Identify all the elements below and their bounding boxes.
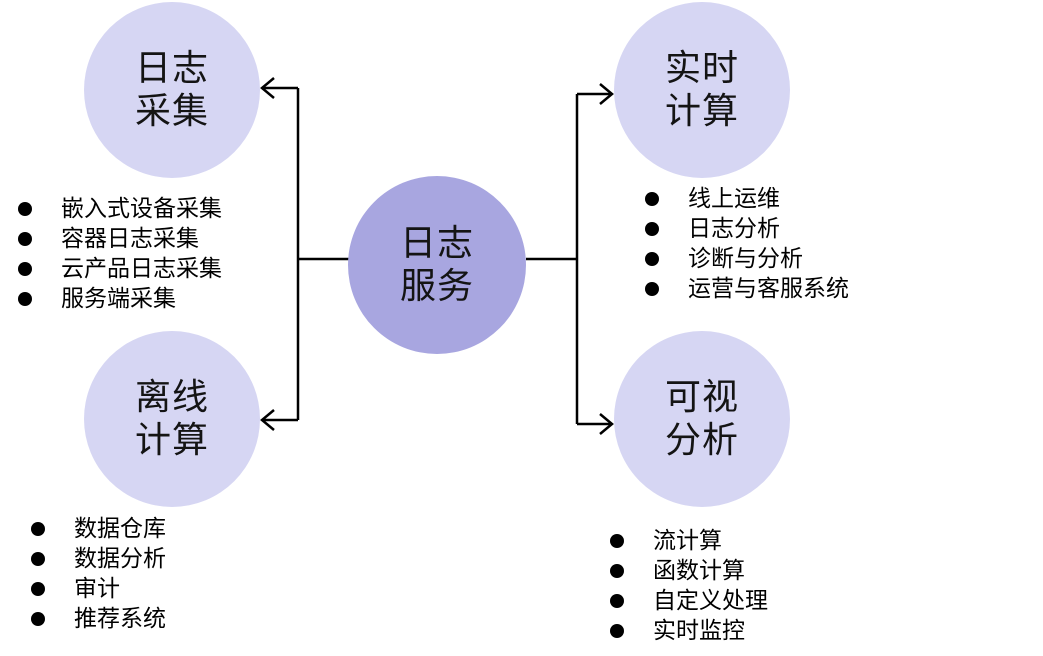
list-item: 云产品日志采集 [15,254,222,284]
list-item: 诊断与分析 [642,244,849,274]
realtime-compute-line2: 计算 [664,91,739,132]
list-item: 嵌入式设备采集 [15,194,222,224]
bullet-icon [645,222,659,236]
center-line2: 服务 [399,266,474,307]
bullet-icon [610,564,624,578]
bullet-icon [31,582,45,596]
realtime-compute-line1: 实时 [664,48,739,89]
list-item: 线上运维 [642,184,849,214]
list-item: 审计 [28,574,166,604]
log-collection-node: 日志 采集 [84,2,260,178]
bullet-icon [18,262,32,276]
offline-compute-line1: 离线 [134,377,209,418]
visual-analysis-node: 可视 分析 [614,331,790,507]
offline-compute-line2: 计算 [134,420,209,461]
log-collection-line1: 日志 [134,48,209,89]
center-line1: 日志 [399,223,474,264]
list-item: 推荐系统 [28,604,166,634]
log-service-center-node: 日志 服务 [348,176,526,354]
visual-analysis-list: 流计算 函数计算 自定义处理 实时监控 [607,526,768,646]
bullet-icon [31,522,45,536]
list-item: 数据分析 [28,544,166,574]
list-item: 运营与客服系统 [642,274,849,304]
bullet-icon [610,594,624,608]
realtime-compute-node: 实时 计算 [614,2,790,178]
realtime-compute-list: 线上运维 日志分析 诊断与分析 运营与客服系统 [642,184,849,304]
bullet-icon [31,552,45,566]
bullet-icon [610,534,624,548]
bullet-icon [18,202,32,216]
bullet-icon [18,232,32,246]
arrowhead-offline-compute [260,409,275,431]
list-item: 容器日志采集 [15,224,222,254]
list-item: 函数计算 [607,556,768,586]
list-item: 日志分析 [642,214,849,244]
log-collection-list: 嵌入式设备采集 容器日志采集 云产品日志采集 服务端采集 [15,194,222,314]
offline-compute-node: 离线 计算 [84,331,260,507]
list-item: 流计算 [607,526,768,556]
arrowhead-realtime-compute [599,83,614,105]
list-item: 数据仓库 [28,514,166,544]
bullet-icon [645,192,659,206]
visual-analysis-line1: 可视 [664,377,739,418]
offline-compute-list: 数据仓库 数据分析 审计 推荐系统 [28,514,166,634]
bullet-icon [18,292,32,306]
arrowhead-log-collection [260,77,275,99]
list-item: 实时监控 [607,616,768,646]
list-item: 自定义处理 [607,586,768,616]
list-item: 服务端采集 [15,284,222,314]
bullet-icon [610,624,624,638]
bullet-icon [645,282,659,296]
bullet-icon [645,252,659,266]
bullet-icon [31,612,45,626]
log-collection-line2: 采集 [134,91,209,132]
visual-analysis-line2: 分析 [664,420,739,461]
arrowhead-visual-analysis [599,413,614,435]
